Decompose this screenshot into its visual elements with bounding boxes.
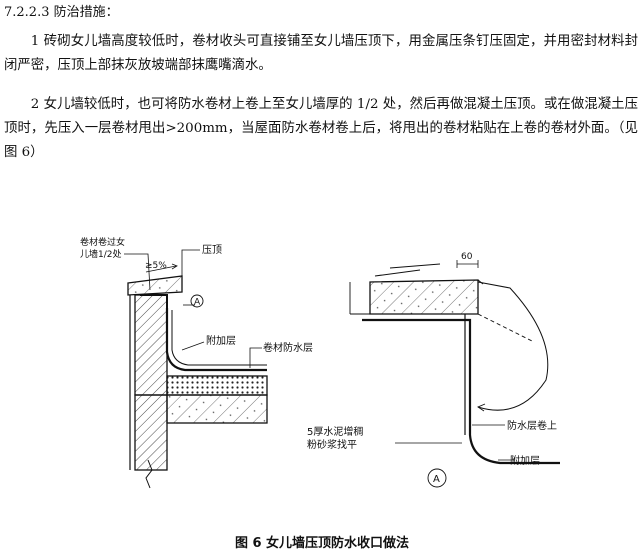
label-mortar-2: 粉砂浆找平 — [307, 438, 357, 451]
label-detail-mark: A — [433, 474, 440, 485]
section-number: 7.2.2.3 — [4, 5, 50, 20]
label-membrane: 卷材防水层 — [263, 341, 313, 354]
label-membrane-up: 防水层卷上 — [507, 419, 557, 432]
right-detail-drawing: 60 5厚水泥增稠 粉砂浆找平 防水层卷上 附加层 A — [307, 252, 560, 488]
label-roll-over-1: 卷材卷过女 — [80, 236, 125, 248]
figure-caption: 图 6 女儿墙压顶防水收口做法 — [234, 536, 410, 551]
section-heading: 7.2.2.3 防治措施： — [4, 4, 119, 22]
label-coping: 压顶 — [202, 244, 222, 256]
label-detail-ref: A — [194, 298, 201, 308]
label-mortar-1: 5厚水泥增稠 — [307, 425, 363, 438]
label-additional-layer-left: 附加层 — [206, 334, 236, 347]
left-section-drawing: 卷材卷过女 儿墙1/2处 压顶 ≥5% A 附加层 卷材防水层 — [80, 236, 313, 489]
parapet-detail-drawing: 卷材卷过女 儿墙1/2处 压顶 ≥5% A 附加层 卷材防水层 60 — [80, 236, 560, 489]
section-title: 防治措施： — [53, 5, 119, 20]
paragraph-2: 2 女儿墙较低时，也可将防水卷材上卷上至女儿墙厚的 1/2 处，然后再做混凝土压… — [4, 97, 638, 160]
label-dimension: 60 — [461, 252, 473, 262]
label-additional-layer-right: 附加层 — [510, 454, 540, 467]
paragraph-1: 1 砖砌女儿墙高度较低时，卷材收头可直接铺至女儿墙压顶下，用金属压条钉压固定，并… — [4, 34, 638, 73]
label-slope: ≥5% — [145, 261, 167, 271]
label-roll-over-2: 儿墙1/2处 — [80, 248, 122, 260]
